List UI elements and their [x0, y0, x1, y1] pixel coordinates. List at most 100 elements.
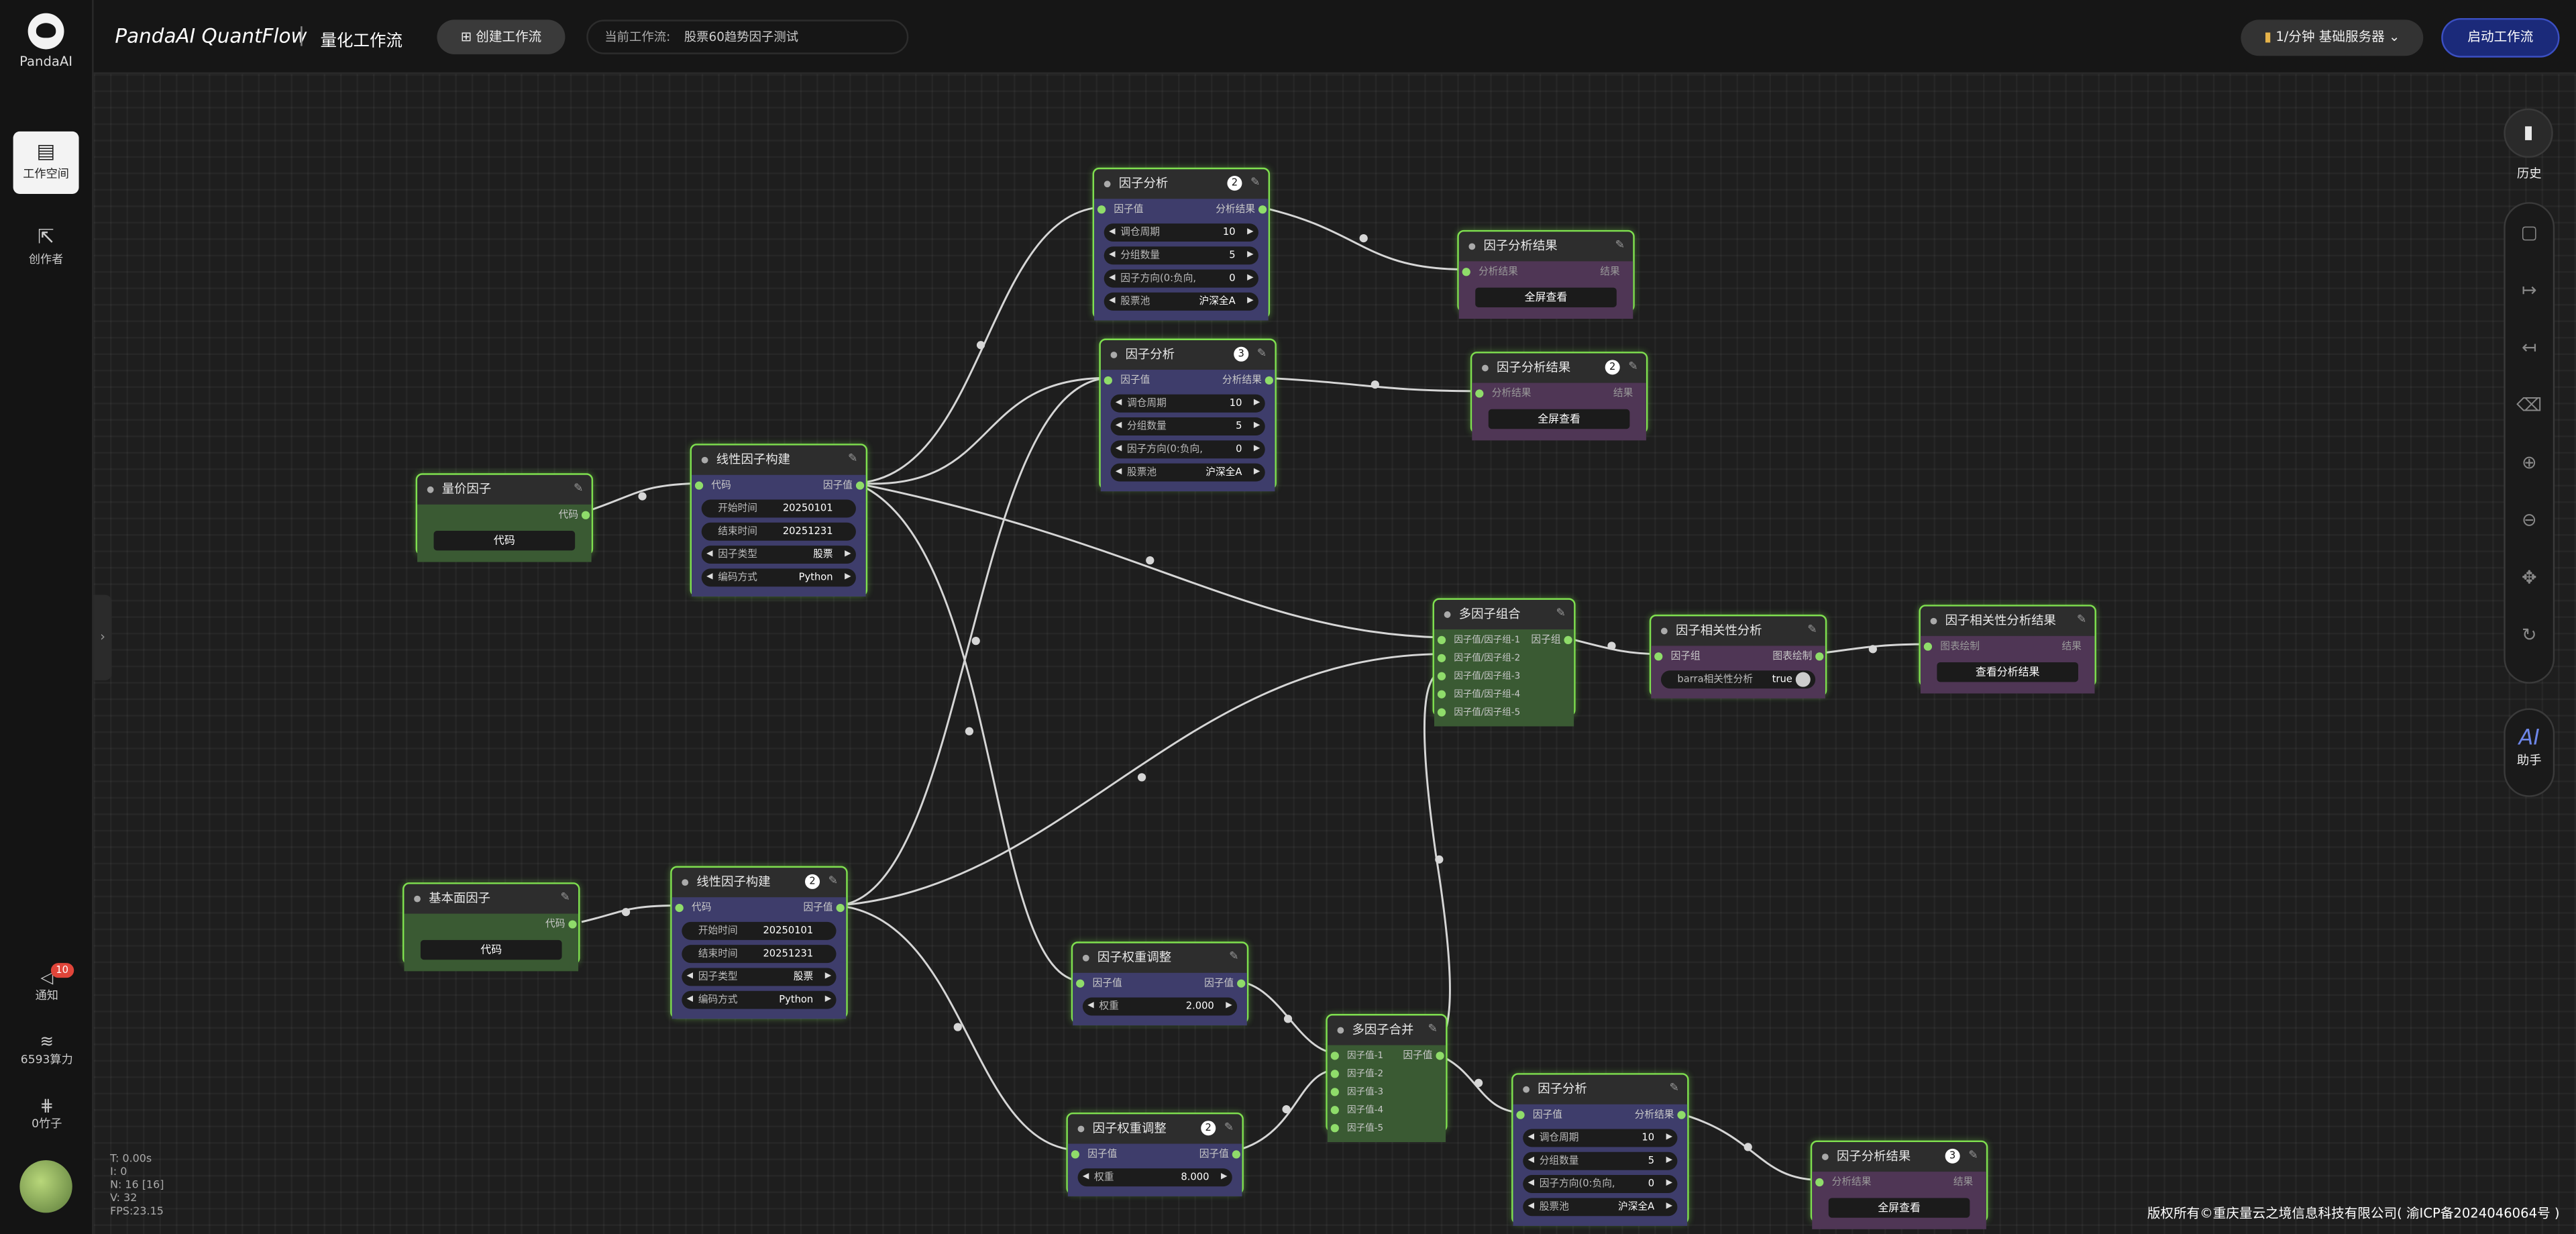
export-icon[interactable]: ↦ — [2521, 279, 2537, 301]
edit-icon[interactable]: ✎ — [2076, 613, 2087, 627]
logo[interactable]: PandaAI — [13, 13, 79, 69]
create-workflow-button[interactable]: ⊞ 创建工作流 — [437, 19, 566, 54]
input-port[interactable] — [1437, 672, 1446, 680]
edit-icon[interactable]: ✎ — [847, 452, 858, 466]
code-button[interactable]: 代码 — [433, 531, 576, 551]
input-row[interactable]: 因子值-3 — [1328, 1083, 1446, 1101]
zoom-in-icon[interactable]: ⊕ — [2521, 452, 2537, 474]
input-port[interactable] — [1071, 1150, 1079, 1159]
edit-icon[interactable]: ✎ — [1556, 606, 1566, 620]
toggle-knob[interactable] — [1795, 672, 1811, 687]
output-port[interactable] — [1564, 635, 1572, 645]
output-port[interactable] — [1265, 376, 1273, 385]
fullscreen-button[interactable]: 全屏查看 — [1828, 1198, 1970, 1218]
edit-icon[interactable]: ✎ — [1256, 346, 1267, 360]
input-port[interactable] — [1104, 376, 1112, 385]
fullscreen-button[interactable]: 全屏查看 — [1488, 409, 1630, 429]
input-row[interactable]: 因子值/因子组-4 — [1434, 685, 1574, 703]
output-port[interactable] — [1436, 1051, 1444, 1060]
input-row[interactable]: 因子值-5 — [1328, 1119, 1446, 1137]
edit-icon[interactable]: ✎ — [1669, 1081, 1679, 1095]
server-select[interactable]: ▮ 1/分钟 基础服务器 ⌄ — [2241, 19, 2424, 56]
fullscreen-button[interactable]: 全屏查看 — [1475, 287, 1617, 307]
input-row[interactable]: 因子值-4 — [1328, 1101, 1446, 1119]
history-panel[interactable]: ▮ 历史 — [2504, 108, 2555, 191]
weight-stepper[interactable]: 权重2.000 — [1082, 997, 1238, 1016]
input-port[interactable] — [1330, 1106, 1339, 1115]
output-port[interactable] — [1232, 1150, 1240, 1159]
current-workflow-field[interactable]: 当前工作流: 股票60趋势因子测试 — [586, 19, 909, 54]
input-port[interactable] — [1330, 1051, 1339, 1060]
edit-icon[interactable]: ✎ — [828, 874, 838, 888]
view-result-button[interactable]: 查看分析结果 — [1937, 662, 2078, 682]
bamboo-item[interactable]: ⋕0竹子 — [0, 1098, 94, 1132]
node-correlation-result[interactable]: 因子相关性分析结果✎ 图表绘制结果 查看分析结果 — [1919, 605, 2096, 694]
input-port[interactable] — [1097, 205, 1106, 214]
edit-icon[interactable]: ✎ — [1428, 1022, 1438, 1035]
edit-icon[interactable]: ✎ — [1628, 360, 1638, 373]
input-port[interactable] — [1462, 268, 1470, 276]
save-icon[interactable]: ▢ — [2520, 221, 2538, 244]
input-port[interactable] — [694, 481, 704, 490]
input-port[interactable] — [675, 903, 684, 913]
input-row[interactable]: 因子值/因子组-3 — [1434, 667, 1574, 685]
input-port[interactable] — [1475, 389, 1484, 398]
input-port[interactable] — [1437, 654, 1446, 662]
output-port[interactable] — [568, 920, 577, 929]
sidebar-collapse-toggle[interactable]: › — [93, 595, 112, 680]
output-port[interactable] — [1258, 205, 1267, 214]
input-port[interactable] — [1437, 708, 1446, 717]
direction-stepper[interactable]: 因子方向(0:负向,0 — [1110, 440, 1265, 459]
move-icon[interactable]: ✥ — [2521, 566, 2537, 588]
sidebar-item-creator[interactable]: ⇱创作者 — [13, 217, 79, 279]
sidebar-item-workspace[interactable]: ▤工作空间 — [13, 131, 79, 194]
input-row[interactable]: 因子值-2 — [1328, 1065, 1446, 1083]
output-port[interactable] — [581, 511, 590, 519]
input-port[interactable] — [1437, 635, 1446, 645]
import-icon[interactable]: ↤ — [2521, 337, 2537, 358]
code-button[interactable]: 代码 — [420, 939, 562, 960]
output-port[interactable] — [1677, 1111, 1686, 1119]
input-port[interactable] — [1330, 1070, 1339, 1078]
zoom-out-icon[interactable]: ⊖ — [2521, 509, 2537, 531]
edit-icon[interactable]: ✎ — [1807, 623, 1817, 636]
trash-icon[interactable]: ⌫ — [2516, 394, 2542, 416]
direction-stepper[interactable]: 因子方向(0:负向,0 — [1523, 1175, 1678, 1193]
edit-icon[interactable]: ✎ — [1224, 1121, 1234, 1134]
output-port[interactable] — [855, 481, 865, 490]
assistant-button[interactable]: AI 助手 — [2504, 708, 2555, 797]
input-port[interactable] — [1330, 1088, 1339, 1096]
compute-item[interactable]: ≋6593算力 — [0, 1033, 94, 1068]
input-row[interactable]: 因子值/因子组-2 — [1434, 649, 1574, 667]
weight-stepper[interactable]: 权重8.000 — [1077, 1168, 1232, 1187]
input-port[interactable] — [1923, 642, 1933, 651]
edit-icon[interactable]: ✎ — [1615, 238, 1625, 252]
node-fundamental-factor[interactable]: 基本面因子✎ 代码 代码 — [402, 882, 580, 972]
start-workflow-button[interactable]: 启动工作流 — [2441, 17, 2560, 58]
input-port[interactable] — [1076, 979, 1085, 988]
